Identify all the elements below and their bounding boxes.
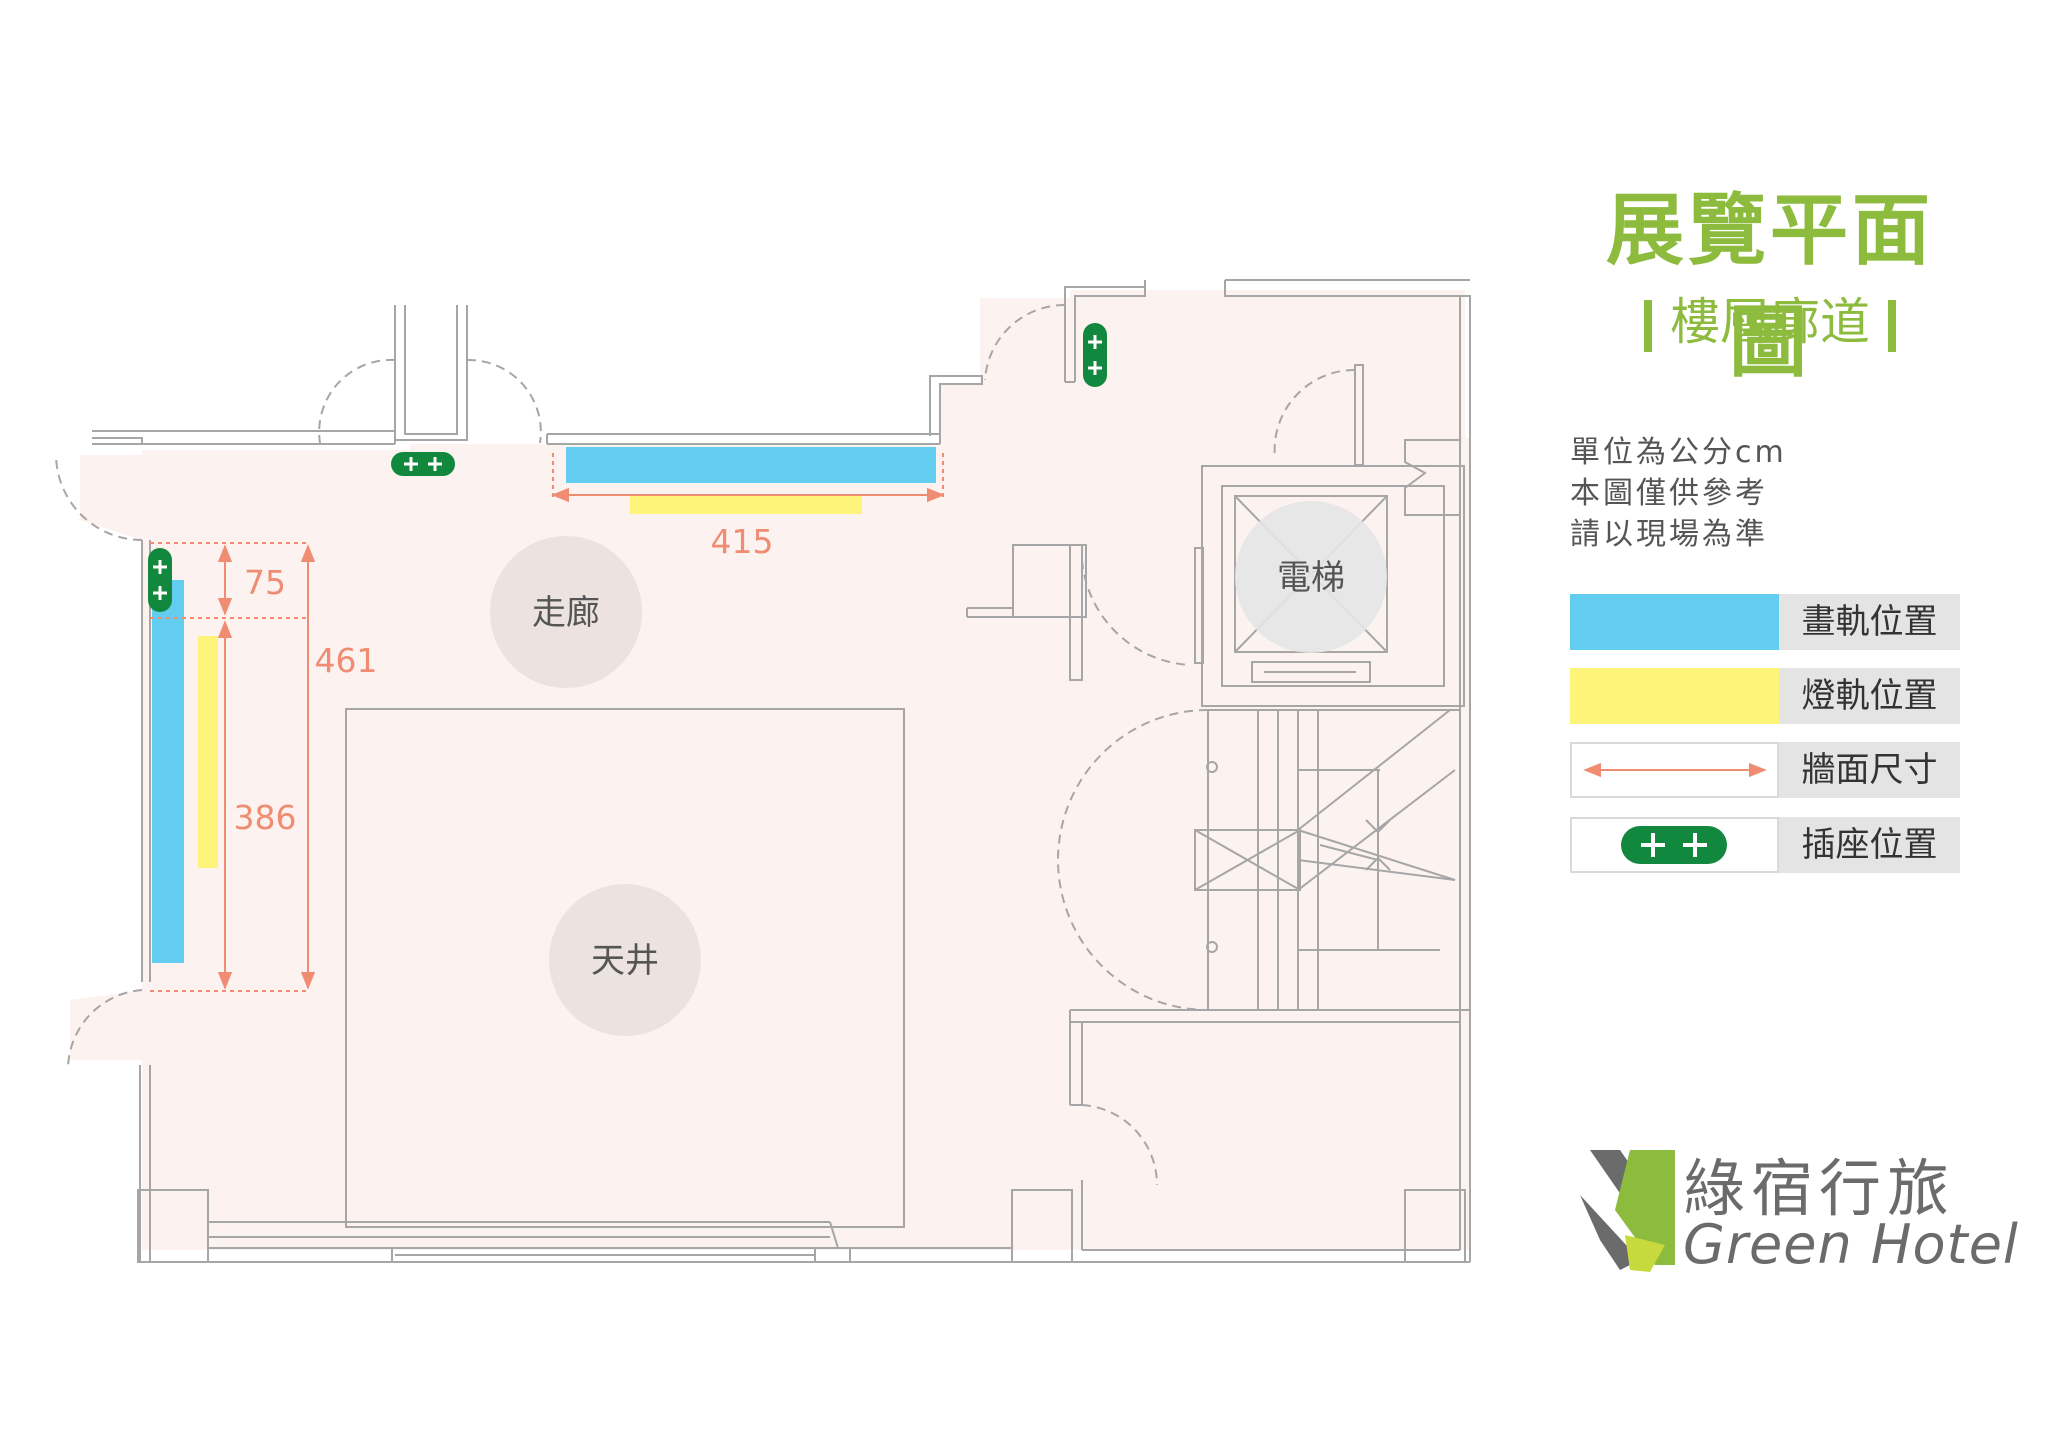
green-hotel-logo-mark (1580, 1150, 1675, 1272)
legend-wall-dimension: 牆面尺寸 (1570, 742, 1960, 798)
legend-light-rail-label: 燈軌位置 (1779, 668, 1960, 724)
note-reference: 本圖僅供參考 (1570, 476, 1768, 511)
dimension-left-upper: 75 (244, 563, 286, 602)
note-onsite: 請以現場為準 (1570, 517, 1768, 552)
legend-painting-rail-label: 畫軌位置 (1779, 594, 1960, 650)
legend-painting-rail-swatch (1570, 594, 1779, 650)
door-swings (55, 303, 1356, 1186)
subtitle-text: 樓層廊道 (1670, 293, 1870, 351)
page-subtitle: 樓層廊道 (1610, 282, 1930, 354)
corridor-label: 走廊 (532, 593, 600, 633)
painting-rail-left (152, 580, 184, 963)
atrium-label: 天井 (591, 941, 659, 981)
subtitle-bar-right (1888, 299, 1896, 352)
dimension-lines (150, 453, 945, 992)
note-unit: 單位為公分cm (1570, 435, 1787, 470)
socket-top (391, 452, 455, 476)
elevator-marker (1235, 501, 1387, 653)
legend-socket: 插座位置 (1570, 817, 1960, 873)
legend-light-rail: 燈軌位置 (1570, 668, 1960, 724)
dimension-left-total: 461 (315, 641, 378, 680)
socket-upper-right (1083, 323, 1107, 387)
painting-rail-top (566, 447, 936, 483)
elevator-label: 電梯 (1277, 558, 1345, 598)
socket-left (148, 548, 172, 612)
notes: 單位為公分cm 本圖僅供參考 請以現場為準 (1570, 432, 1787, 555)
atrium-marker (549, 884, 701, 1036)
legend-light-rail-swatch (1570, 668, 1779, 724)
logo-name-en: Green Hotel (1683, 1213, 2019, 1276)
page-title: 展覽平面圖 (1605, 186, 1934, 388)
dimension-left-lower: 386 (234, 798, 297, 837)
legend-painting-rail: 畫軌位置 (1570, 594, 1960, 650)
legend-socket-icon (1621, 826, 1727, 864)
corridor-marker (490, 536, 642, 688)
dimension-top-wall: 415 (711, 522, 774, 561)
light-rail-left (198, 636, 218, 868)
subtitle-bar-left (1644, 299, 1652, 352)
light-rail-top (630, 494, 862, 514)
legend-wall-dimension-label: 牆面尺寸 (1779, 742, 1960, 798)
walls (92, 279, 1471, 1263)
legend-socket-label: 插座位置 (1779, 817, 1960, 873)
logo-name-cn: 綠宿行旅 (1683, 1152, 1956, 1225)
